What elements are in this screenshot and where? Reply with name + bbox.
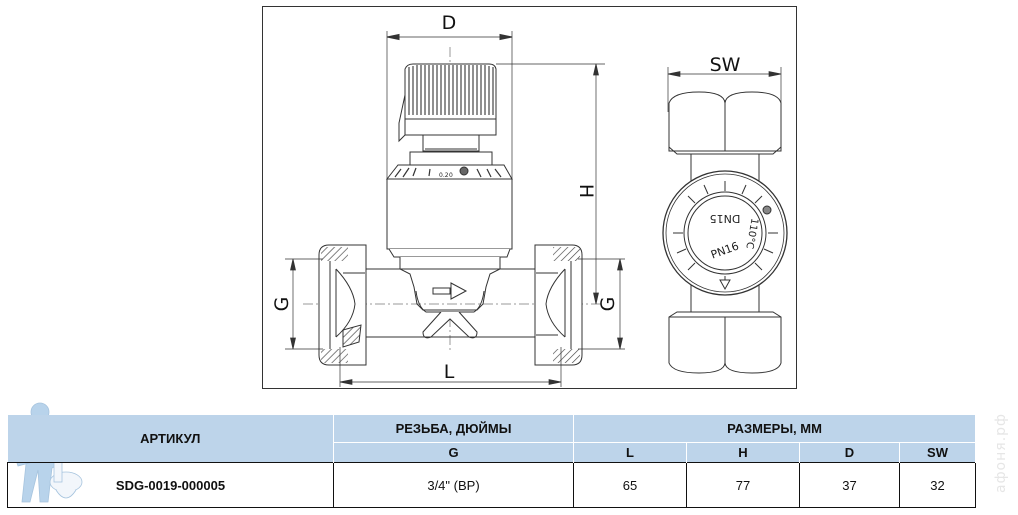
svg-text:0.2: 0.2 (439, 172, 449, 179)
valve-drawing: 0.2 0 (271, 12, 788, 387)
svg-text:110°C: 110°C (743, 217, 759, 250)
label-G-left: G (271, 297, 293, 312)
header-thread: РЕЗЬБА, ДЮЙМЫ (333, 415, 574, 443)
left-union-nut (318, 244, 367, 366)
subheader-G: G (333, 442, 574, 463)
technical-drawing-frame: 0.2 0 (262, 6, 797, 389)
watermark-text: афоня.рф (993, 412, 1009, 493)
label-G-right: G (597, 297, 619, 312)
cell-D: 37 (799, 462, 900, 508)
right-union-nut (534, 244, 583, 366)
bottom-hex-nut (668, 311, 782, 374)
dimension-H (496, 63, 605, 305)
cell-H: 77 (686, 462, 800, 508)
label-D: D (442, 12, 457, 34)
label-H: H (575, 184, 597, 198)
header-dimensions: РАЗМЕРЫ, ММ (573, 415, 977, 443)
subheader-D: D (799, 442, 900, 463)
top-hex-nut (668, 91, 782, 155)
cell-article: SDG-0019-000005 (7, 462, 334, 508)
specs-table: АРТИКУЛ РЕЗЬБА, ДЮЙМЫ РАЗМЕРЫ, ММ G L H … (7, 415, 977, 508)
dimension-L (339, 347, 562, 387)
cell-SW: 32 (898, 462, 977, 508)
cell-L: 65 (573, 462, 687, 508)
header-article: АРТИКУЛ (7, 415, 334, 463)
dimension-G-right (578, 258, 625, 350)
label-L: L (444, 361, 455, 383)
dial-ring: 0.2 0 (385, 164, 513, 180)
svg-text:DN15: DN15 (710, 212, 741, 225)
subheader-SW: SW (899, 442, 977, 463)
flow-direction-arrow (432, 282, 468, 300)
dimension-G-left (285, 258, 323, 350)
table-row: SDG-0019-000005 3/4" (ВР) 65 77 37 32 (7, 462, 977, 508)
cell-G: 3/4" (ВР) (333, 462, 574, 508)
watermark: афоня.рф (990, 395, 1012, 510)
subheader-L: L (573, 442, 687, 463)
dial-face: DN15 PN16 110°C (662, 170, 788, 296)
subheader-H: H (686, 442, 800, 463)
svg-text:0: 0 (449, 172, 453, 179)
knurled-cap (398, 63, 497, 143)
label-SW: SW (710, 54, 741, 76)
